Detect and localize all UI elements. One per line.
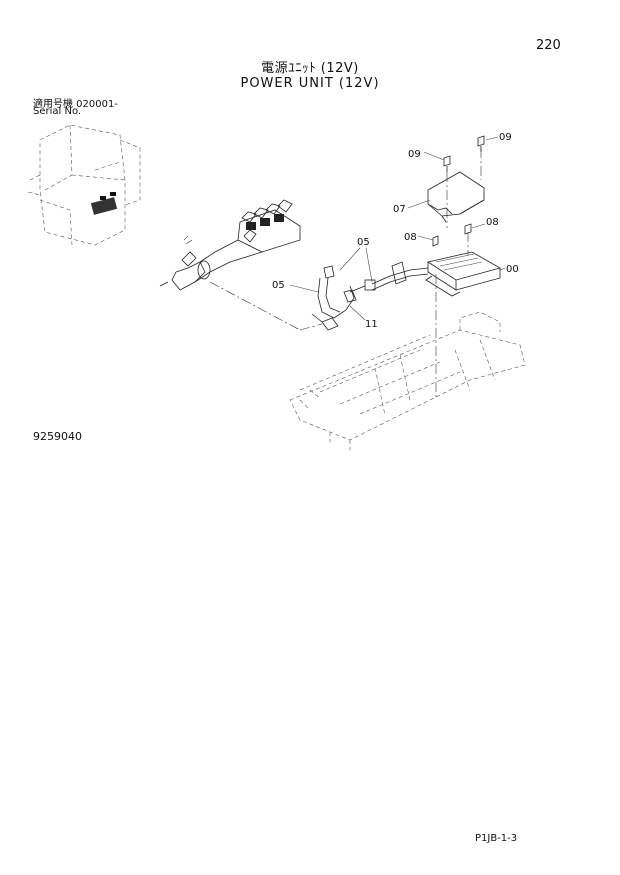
cab-thumbnail [27,124,141,246]
leader-line [417,235,434,241]
leader-line [423,151,445,161]
leader-line [499,267,506,271]
power-unit [425,251,502,297]
callout-00: 00 [506,264,519,275]
serial-label-japanese: 適用号機 020001- [33,99,118,110]
reference-line [299,323,323,331]
callout-05: 05 [357,237,370,248]
bolt [464,223,472,235]
serial-label-english: Serial No. [33,106,82,117]
drawing-code: 9259040 [33,430,82,443]
bolt [477,135,485,152]
callout-08: 08 [486,217,499,228]
callout-09: 09 [408,149,421,160]
footer-code: P1JB-1-3 [475,833,518,844]
leader-line [485,136,499,141]
leader-line [365,247,373,283]
reference-line [209,281,301,331]
callout-07: 07 [393,204,406,215]
leader-line [289,284,319,293]
leader-line [349,305,366,321]
page-number: 220 [536,38,561,53]
bolt [443,155,451,172]
floor-plate [289,311,526,450]
leader-line [471,223,486,229]
callout-05: 05 [272,280,285,291]
callout-08: 08 [404,232,417,243]
title-english: POWER UNIT (12V) [240,76,380,91]
callout-11: 11 [365,319,378,330]
cover [427,171,485,223]
leader-line [407,199,431,209]
leader-line [339,247,361,271]
harness [311,261,429,331]
callout-09: 09 [499,132,512,143]
bolt [432,235,439,247]
power-unit-location-marker [90,197,118,215]
title-japanese: 電源ﾕﾆｯﾄ (12V) [261,61,359,76]
control-valve-assembly [159,199,301,291]
